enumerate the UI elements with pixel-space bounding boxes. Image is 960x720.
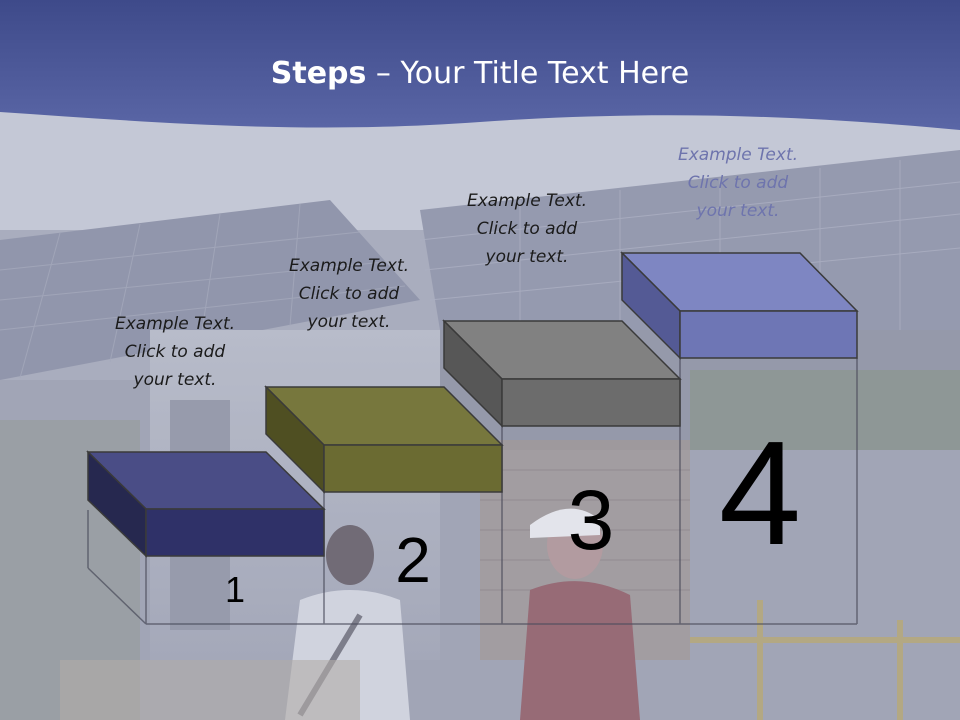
step-2-caption[interactable]: Example Text. Click to add your text.: [259, 252, 439, 336]
step-2-number[interactable]: 2: [395, 524, 431, 596]
caption-line: Click to add: [298, 284, 400, 304]
step-3-caption[interactable]: Example Text. Click to add your text.: [437, 187, 617, 271]
caption-line: your text.: [485, 247, 569, 267]
step-1-caption[interactable]: Example Text. Click to add your text.: [85, 310, 265, 394]
caption-line: Click to add: [687, 173, 789, 193]
step-1-number[interactable]: 1: [224, 569, 246, 610]
slide-title[interactable]: Steps – Your Title Text Here: [0, 56, 960, 91]
caption-line: Click to add: [124, 342, 226, 362]
person-red-shirt: [520, 508, 640, 720]
step-2-front-face: [323, 444, 503, 493]
step-4-caption[interactable]: Example Text. Click to add your text.: [648, 141, 828, 225]
title-rest: – Your Title Text Here: [366, 56, 690, 91]
step-1-front-face: [145, 508, 325, 557]
step-4-front-face: [679, 310, 858, 359]
step-3-number[interactable]: 3: [567, 473, 615, 567]
step-3-block[interactable]: [442, 319, 682, 428]
step-4-block[interactable]: [620, 251, 859, 360]
caption-line: your text.: [307, 312, 391, 332]
step-1-block[interactable]: [86, 450, 326, 558]
caption-line: Example Text.: [466, 191, 588, 211]
caption-line: Example Text.: [677, 145, 799, 165]
caption-line: Example Text.: [288, 256, 410, 276]
caption-line: Example Text.: [114, 314, 236, 334]
title-banner: [0, 0, 960, 130]
caption-line: Click to add: [476, 219, 578, 239]
step-3-front-face: [501, 378, 681, 427]
solar-panels-left: [0, 200, 420, 380]
step-4-number[interactable]: 4: [718, 411, 802, 576]
caption-line: your text.: [133, 370, 217, 390]
title-bold: Steps: [270, 56, 367, 91]
step-2-block[interactable]: [264, 385, 504, 494]
caption-line: your text.: [696, 201, 780, 221]
